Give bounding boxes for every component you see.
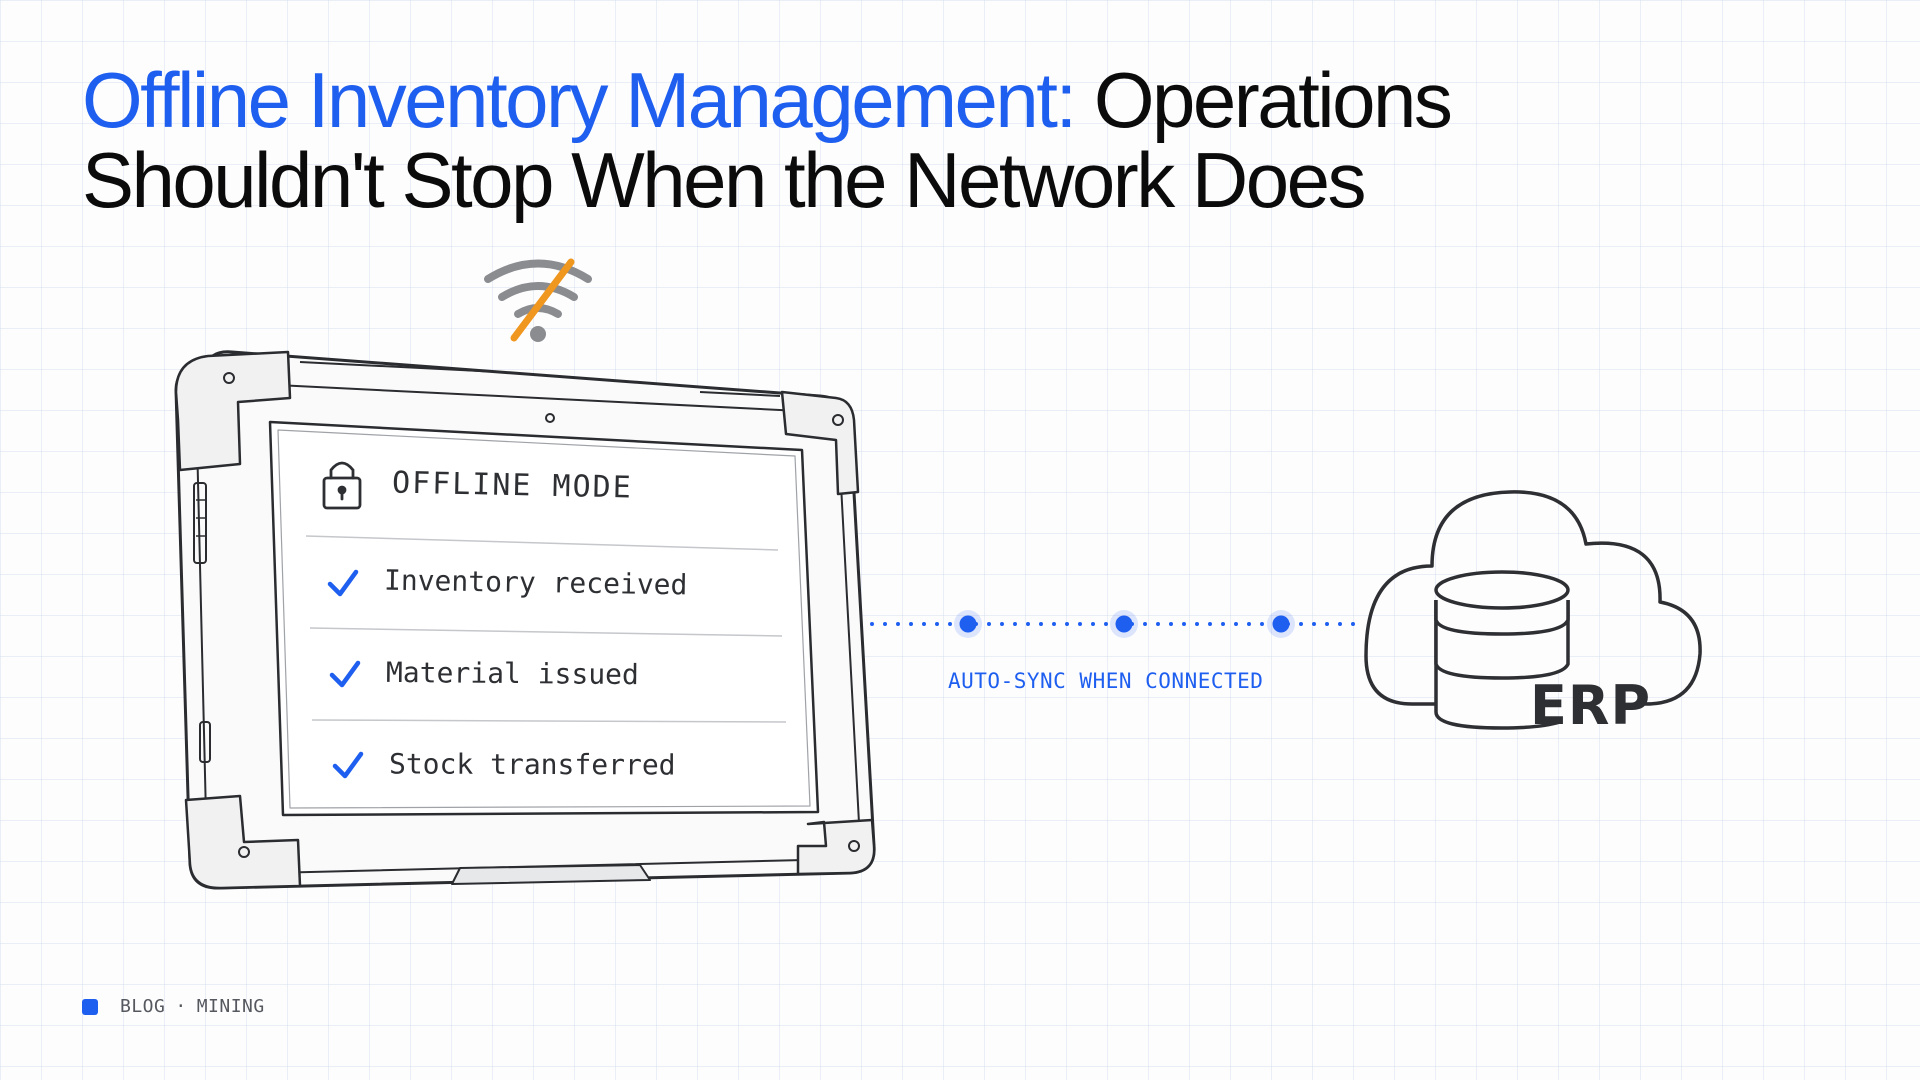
database-icon	[1434, 570, 1570, 730]
check-icon	[327, 569, 359, 597]
lock-icon	[322, 461, 362, 510]
footer-tag: MINING	[196, 996, 265, 1017]
check-icon	[329, 660, 361, 688]
footer-breadcrumb: BLOG · MINING	[82, 996, 265, 1017]
cloud-icon	[1364, 490, 1702, 706]
wifi-off-icon	[484, 258, 592, 342]
list-item: Stock transferred	[388, 747, 676, 782]
offline-mode-header: OFFLINE MODE	[391, 465, 634, 506]
title-line-2: Shouldn't Stop When the Network Does	[82, 136, 1366, 224]
erp-label: ERP	[1530, 674, 1652, 737]
sync-connector	[870, 610, 1364, 638]
check-icon	[332, 751, 364, 779]
rugged-tablet	[174, 350, 876, 890]
footer-separator: ·	[175, 996, 187, 1017]
sync-label: AUTO-SYNC WHEN CONNECTED	[948, 669, 1264, 693]
list-item: Inventory received	[383, 563, 688, 602]
list-item: Material issued	[385, 655, 640, 692]
title-rest: Operations	[1093, 56, 1453, 144]
title-accent: Offline Inventory Management:	[82, 56, 1077, 144]
page-title: Offline Inventory Management: Operations…	[82, 60, 1682, 220]
category-marker-icon	[82, 998, 98, 1015]
footer-category: BLOG	[120, 996, 166, 1017]
